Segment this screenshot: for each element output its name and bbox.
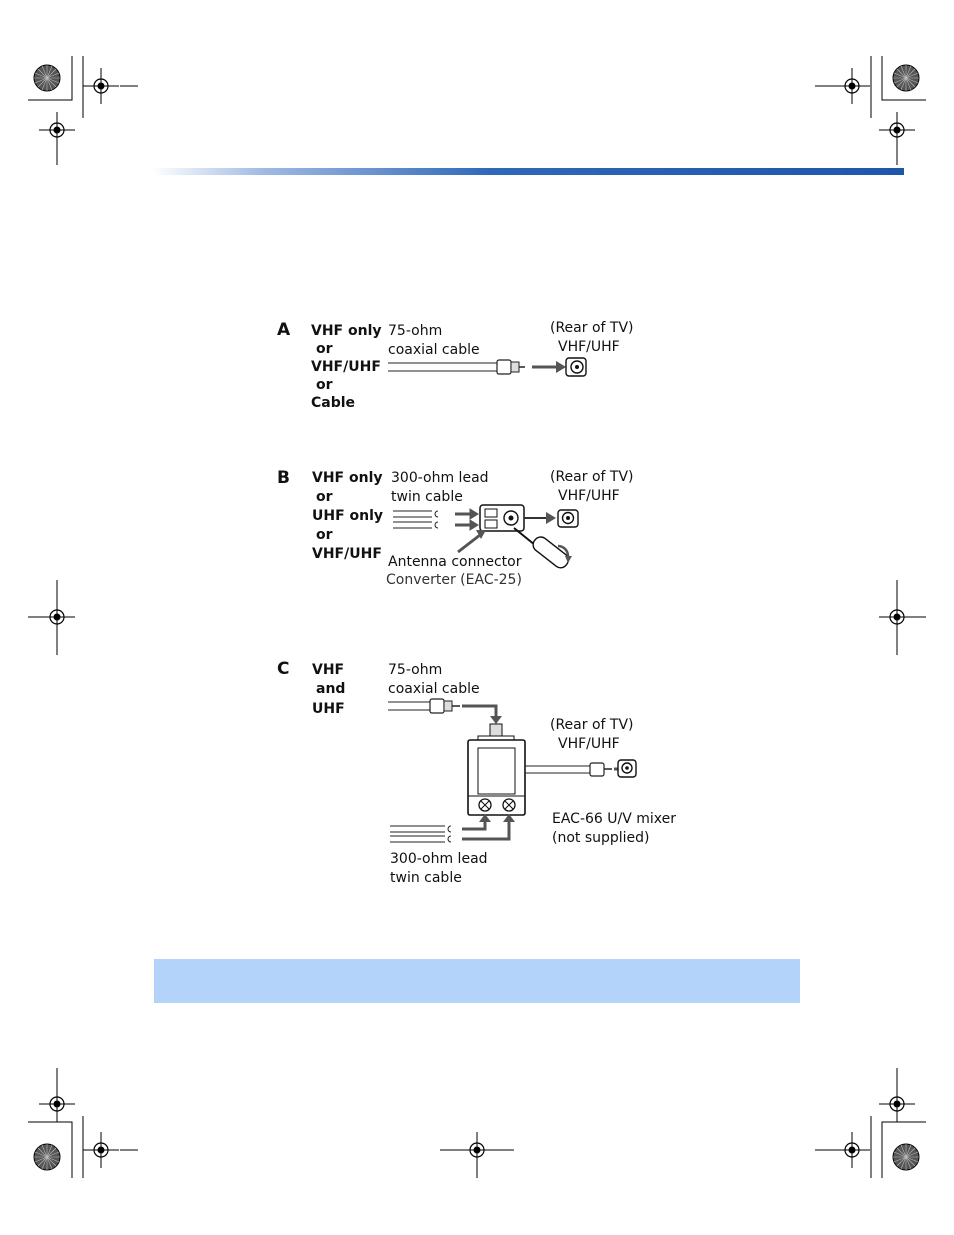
section-a-cable-label-2: coaxial cable: [388, 342, 480, 358]
mixer-label-2: (not supplied): [552, 830, 650, 846]
diagram-a-arrow: [532, 361, 566, 373]
section-c-signal-1: VHF: [312, 662, 345, 678]
section-c-signal-2: and: [316, 681, 346, 697]
section-b-signal-3: UHF only: [312, 508, 384, 524]
section-a-signal-5: Cable: [311, 395, 356, 411]
section-b-signal-1: VHF only: [312, 470, 383, 486]
section-b-tv-label-2: VHF/UHF: [558, 488, 620, 504]
converter-label: Converter (EAC-25): [386, 572, 522, 588]
diagram-c-bottom-arrows: [462, 814, 515, 841]
mixer-label-1: EAC-66 U/V mixer: [552, 811, 677, 827]
section-c-tv-label-1: (Rear of TV): [550, 717, 634, 733]
crop-mark-icon: [28, 1116, 84, 1178]
section-a-letter: A: [277, 320, 291, 340]
section-b-letter: B: [277, 468, 290, 488]
section-a-cable-label-1: 75-ohm: [388, 323, 443, 339]
section-c-cable-label-1: 75-ohm: [388, 662, 443, 678]
section-b-cable-label-2: twin cable: [391, 489, 463, 505]
crop-mark-icon: [870, 1116, 926, 1178]
section-a-tv-label-1: (Rear of TV): [550, 320, 634, 336]
section-b-signal-5: VHF/UHF: [312, 546, 382, 562]
antenna-connector-label: Antenna connector: [388, 554, 522, 570]
diagram-a-tv-jack: [565, 357, 587, 377]
diagram-a-coaxial-cable: [388, 359, 525, 375]
screwdriver-icon: [513, 527, 572, 569]
section-a-signal-3: VHF/UHF: [311, 359, 381, 375]
diagram-b-converter: [479, 504, 556, 532]
diagram-c-twin-cable: [390, 825, 452, 843]
section-c-twin-label-1: 300-ohm lead: [390, 851, 488, 867]
diagram-b-twin-cable: [393, 510, 439, 529]
section-b-cable-label-1: 300-ohm lead: [391, 470, 489, 486]
section-c-twin-label-2: twin cable: [390, 870, 462, 886]
section-c-signal-3: UHF: [312, 701, 345, 717]
diagram-b-pointer-arrow: [457, 530, 486, 554]
section-a-signal-2: or: [316, 341, 333, 357]
diagram-c-coaxial-cable: [388, 698, 460, 714]
section-c-tv-label-2: VHF/UHF: [558, 736, 620, 752]
section-a-tv-label-2: VHF/UHF: [558, 339, 620, 355]
note-box: [154, 959, 800, 1003]
header-bar: [152, 168, 904, 175]
section-b-signal-4: or: [316, 527, 333, 543]
crop-mark-icon: [28, 56, 84, 118]
section-c-cable-label-2: coaxial cable: [388, 681, 480, 697]
section-a-signal-4: or: [316, 377, 333, 393]
section-c-letter: C: [277, 659, 290, 679]
diagram-c-tv-jack: [617, 759, 637, 778]
section-b-signal-2: or: [316, 489, 333, 505]
section-b-tv-label-1: (Rear of TV): [550, 469, 634, 485]
crop-mark-icon: [870, 56, 926, 118]
diagram-b-tv-jack: [557, 509, 579, 528]
diagram-b-arrows: [455, 508, 479, 531]
section-a-signal-1: VHF only: [311, 323, 382, 339]
diagram-c-mixer: [467, 723, 612, 816]
diagram-c-top-arrow: [462, 704, 502, 724]
